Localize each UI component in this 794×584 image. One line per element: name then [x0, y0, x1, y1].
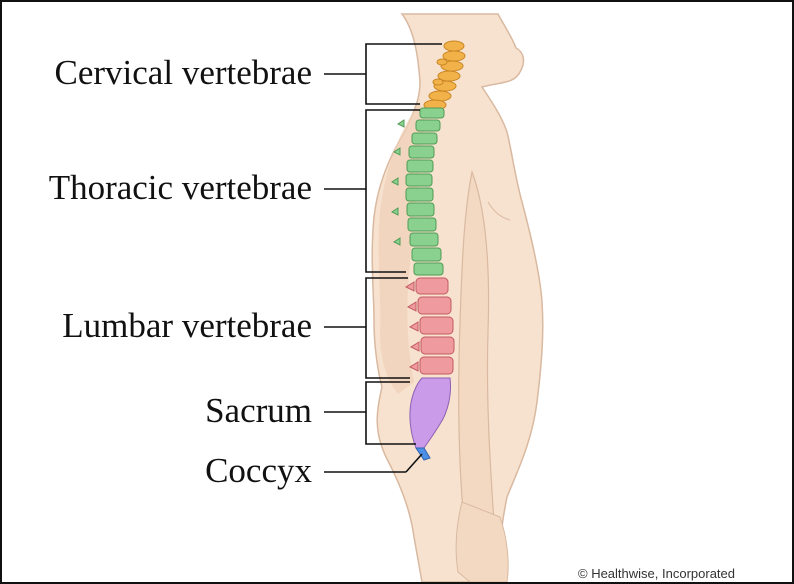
copyright-credit: © Healthwise, Incorporated: [578, 566, 735, 581]
body-silhouette: [372, 14, 543, 582]
label-sacrum: Sacrum: [205, 391, 312, 430]
label-lumbar: Lumbar vertebrae: [62, 306, 312, 345]
label-thoracic: Thoracic vertebrae: [49, 168, 312, 207]
label-cervical: Cervical vertebrae: [55, 53, 312, 92]
label-coccyx: Coccyx: [205, 451, 312, 490]
